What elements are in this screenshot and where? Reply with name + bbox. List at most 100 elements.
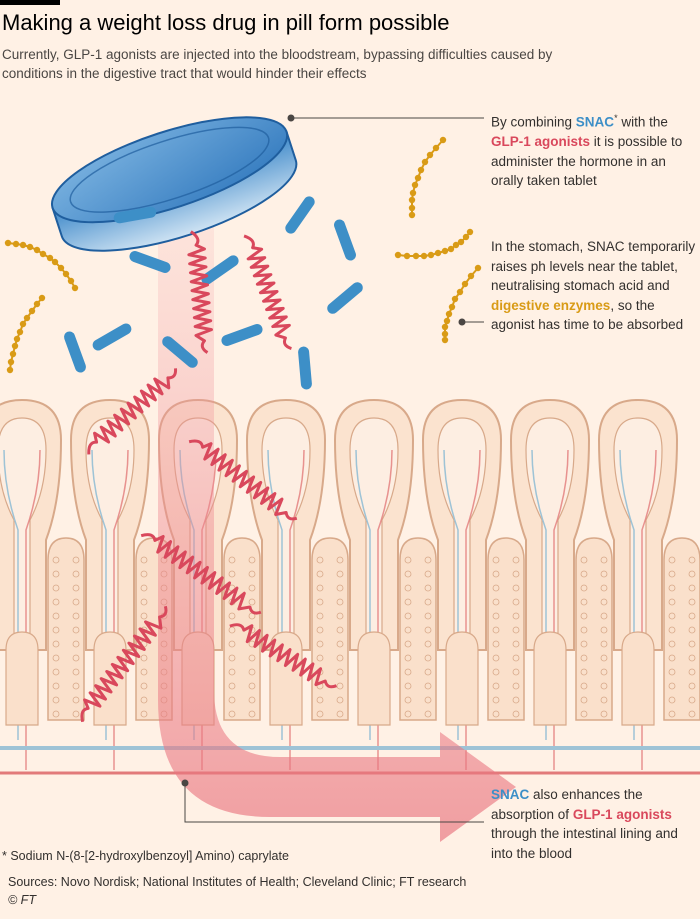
cell — [52, 640, 60, 648]
cell — [492, 584, 500, 592]
leader-line-3 — [181, 779, 484, 823]
snac-molecule — [162, 336, 198, 368]
sources: Sources: Novo Nordisk; National Institut… — [8, 875, 467, 889]
enzyme-bead — [421, 158, 429, 166]
cell — [72, 696, 80, 704]
enzyme-bead — [409, 189, 417, 197]
cell — [316, 612, 324, 620]
cell — [492, 598, 500, 606]
cell — [248, 682, 256, 690]
enzyme-bead — [33, 300, 41, 308]
cell — [72, 668, 80, 676]
cell — [688, 598, 696, 606]
enzyme-bead — [447, 245, 455, 253]
footnote-marker: * — [614, 113, 618, 123]
cell — [424, 682, 432, 690]
cell — [140, 682, 148, 690]
snac-molecule — [334, 219, 356, 261]
enzyme-bead — [71, 284, 79, 292]
helix-strand — [140, 533, 262, 615]
annotation-stomach: In the stomach, SNAC temporarily raises … — [491, 237, 696, 335]
cell — [52, 626, 60, 634]
cell — [688, 626, 696, 634]
cell — [492, 668, 500, 676]
page-subtitle: Currently, GLP-1 agonists are injected i… — [2, 47, 553, 81]
enzyme-bead — [414, 174, 422, 182]
cell — [492, 710, 500, 718]
crypt — [445, 631, 479, 726]
helix-strand — [229, 623, 338, 689]
cell — [336, 626, 344, 634]
enzyme-bead — [441, 323, 449, 331]
cell — [404, 710, 412, 718]
enzyme-bead — [461, 280, 469, 288]
enzyme-bead — [426, 151, 434, 159]
cell — [248, 668, 256, 676]
cell — [424, 710, 432, 718]
leader-line-1 — [287, 114, 484, 122]
enzyme-bead — [13, 335, 21, 343]
cell — [404, 584, 412, 592]
glp1-helix — [87, 368, 178, 455]
villus-core — [261, 417, 311, 651]
enzyme-bead — [16, 328, 24, 336]
cell — [52, 556, 60, 564]
cell — [404, 612, 412, 620]
cell — [424, 626, 432, 634]
annotation-text: through the intestinal lining and into t… — [491, 826, 678, 861]
cell — [248, 556, 256, 564]
enzyme-chain — [7, 242, 76, 289]
cell — [424, 556, 432, 564]
cell — [492, 682, 500, 690]
cell — [600, 612, 608, 620]
villus-core — [0, 417, 47, 651]
cell — [668, 710, 676, 718]
cell — [668, 584, 676, 592]
enzyme-bead — [57, 264, 65, 272]
cell — [688, 640, 696, 648]
villus-core — [613, 417, 663, 651]
cell — [404, 556, 412, 564]
cell — [580, 570, 588, 578]
cell — [600, 668, 608, 676]
enzyme-bead — [441, 336, 449, 344]
crypt — [621, 631, 655, 726]
cell — [600, 584, 608, 592]
enzyme-bead — [441, 247, 449, 255]
glp1-helix — [187, 230, 213, 354]
cell — [492, 612, 500, 620]
cell — [668, 654, 676, 662]
enzyme-bead — [408, 196, 416, 204]
cell — [52, 584, 60, 592]
cell — [492, 626, 500, 634]
cell — [688, 654, 696, 662]
cell — [336, 696, 344, 704]
cell — [580, 710, 588, 718]
cell — [404, 598, 412, 606]
cell — [52, 654, 60, 662]
cell — [248, 570, 256, 578]
copyright: © FT — [8, 893, 36, 907]
cell — [316, 584, 324, 592]
snac-molecule — [201, 255, 239, 285]
cell — [72, 654, 80, 662]
cell — [228, 696, 236, 704]
cell — [512, 556, 520, 564]
enzyme-bead — [23, 314, 31, 322]
enzyme-chain — [9, 297, 43, 371]
lymph-capillary — [91, 449, 107, 740]
enzyme-bead — [9, 350, 17, 358]
cell — [404, 682, 412, 690]
cell — [336, 570, 344, 578]
cell — [580, 654, 588, 662]
glp1-helix — [243, 234, 292, 350]
cell — [336, 584, 344, 592]
leader-line-2 — [458, 318, 484, 326]
crypt — [533, 631, 567, 726]
cell — [316, 598, 324, 606]
cell — [668, 640, 676, 648]
annotation-text: with the — [617, 114, 668, 130]
cell — [600, 626, 608, 634]
enzymes-label: digestive enzymes — [491, 297, 611, 313]
cell — [336, 668, 344, 676]
